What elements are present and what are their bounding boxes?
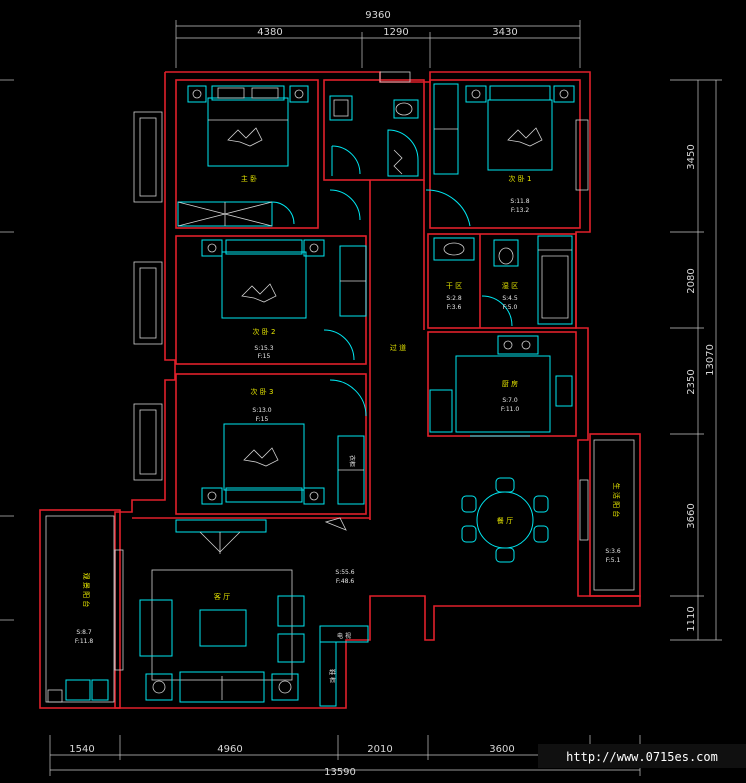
bed-bedroom3 [201, 379, 367, 505]
bathroom-top [329, 95, 419, 221]
label-bedroom2: 次 卧 2 [253, 327, 276, 336]
dim-bottom-2: 4960 [217, 744, 242, 755]
label-dry-area: 干 区 [446, 282, 462, 290]
right-dimension-chain: 3450 2080 2350 3660 1110 13070 [670, 79, 722, 641]
label-balcony-right: 生 活 阳 台 [612, 483, 621, 518]
label-kitchen: 厨 房 [502, 379, 518, 388]
area-f-bedroom2: F:15 [258, 353, 271, 360]
balcony-right-fixtures [593, 439, 635, 591]
dim-bottom-total: 13590 [324, 767, 356, 778]
label-tv-cabinet: 电 视 [337, 632, 351, 640]
dim-bottom-4: 3600 [489, 744, 514, 755]
dim-bottom-1: 1540 [69, 744, 94, 755]
area-s-kitchen: S:7.0 [502, 397, 518, 404]
area-s-living: S:55.6 [335, 569, 354, 576]
dim-right-5: 1110 [686, 606, 697, 631]
living-room-furniture [139, 517, 369, 707]
master-bed [177, 85, 309, 227]
label-bedroom1: 次 卧 1 [509, 174, 532, 183]
label-living: 客 厅 [214, 592, 230, 601]
dim-right-total: 13070 [705, 344, 716, 376]
area-f-bedroom3: F:15 [256, 416, 269, 423]
dim-right-4: 3660 [686, 503, 697, 528]
label-balcony-left: 观 景 阳 台 [82, 573, 91, 608]
balcony-left-fixtures [45, 515, 115, 703]
area-f-balcony-left: F:11.8 [75, 638, 94, 645]
watermark-background [538, 744, 746, 768]
label-master-bedroom: 主 卧 [241, 174, 257, 183]
area-s-balcony-right: S:3.6 [605, 548, 621, 555]
label-corridor: 过 道 [390, 343, 406, 352]
area-f-kitchen: F:11.0 [501, 406, 520, 413]
label-wet-area: 湿 区 [502, 281, 518, 290]
dim-right-2: 2080 [686, 268, 697, 293]
left-edge-ticks [0, 79, 14, 621]
windows [114, 71, 589, 671]
dim-top-3: 3430 [492, 27, 517, 38]
label-cabinet: 衣柜 [348, 455, 356, 467]
area-f-dry: F:3.6 [447, 304, 462, 311]
label-bedroom3: 次 卧 3 [251, 387, 274, 396]
area-f-balcony-right: F:5.1 [606, 557, 621, 564]
area-s-bedroom3: S:13.0 [252, 407, 271, 414]
bathroom-dry-wet [433, 235, 573, 327]
dim-bottom-3: 2010 [367, 744, 392, 755]
dim-top-total: 9360 [365, 10, 390, 21]
bed-bedroom1 [425, 83, 575, 227]
area-f-living: F:48.6 [336, 578, 355, 585]
dim-top-1: 4380 [257, 27, 282, 38]
area-s-bedroom2: S:15.3 [254, 345, 273, 352]
area-s-wet: S:4.5 [502, 295, 518, 302]
dim-right-1: 3450 [686, 144, 697, 169]
watermark: http://www.0715es.com [566, 750, 718, 764]
kitchen-fixtures [429, 335, 573, 437]
bed-bedroom2 [201, 239, 367, 361]
dim-right-3: 2350 [686, 369, 697, 394]
top-dimension-chain: 9360 4380 1290 3430 [175, 10, 581, 68]
label-dining: 餐 厅 [497, 516, 513, 525]
walls [39, 71, 641, 709]
area-f-bedroom1: F:13.2 [511, 207, 530, 214]
area-s-bedroom1: S:11.8 [510, 198, 529, 205]
area-f-wet: F:5.0 [503, 304, 518, 311]
area-s-balcony-left: S:8.7 [76, 629, 92, 636]
dim-top-2: 1290 [383, 27, 408, 38]
area-s-dry: S:2.8 [446, 295, 462, 302]
label-shoe-cabinet: 鞋 柜 [328, 669, 336, 683]
dining-table [461, 477, 549, 563]
